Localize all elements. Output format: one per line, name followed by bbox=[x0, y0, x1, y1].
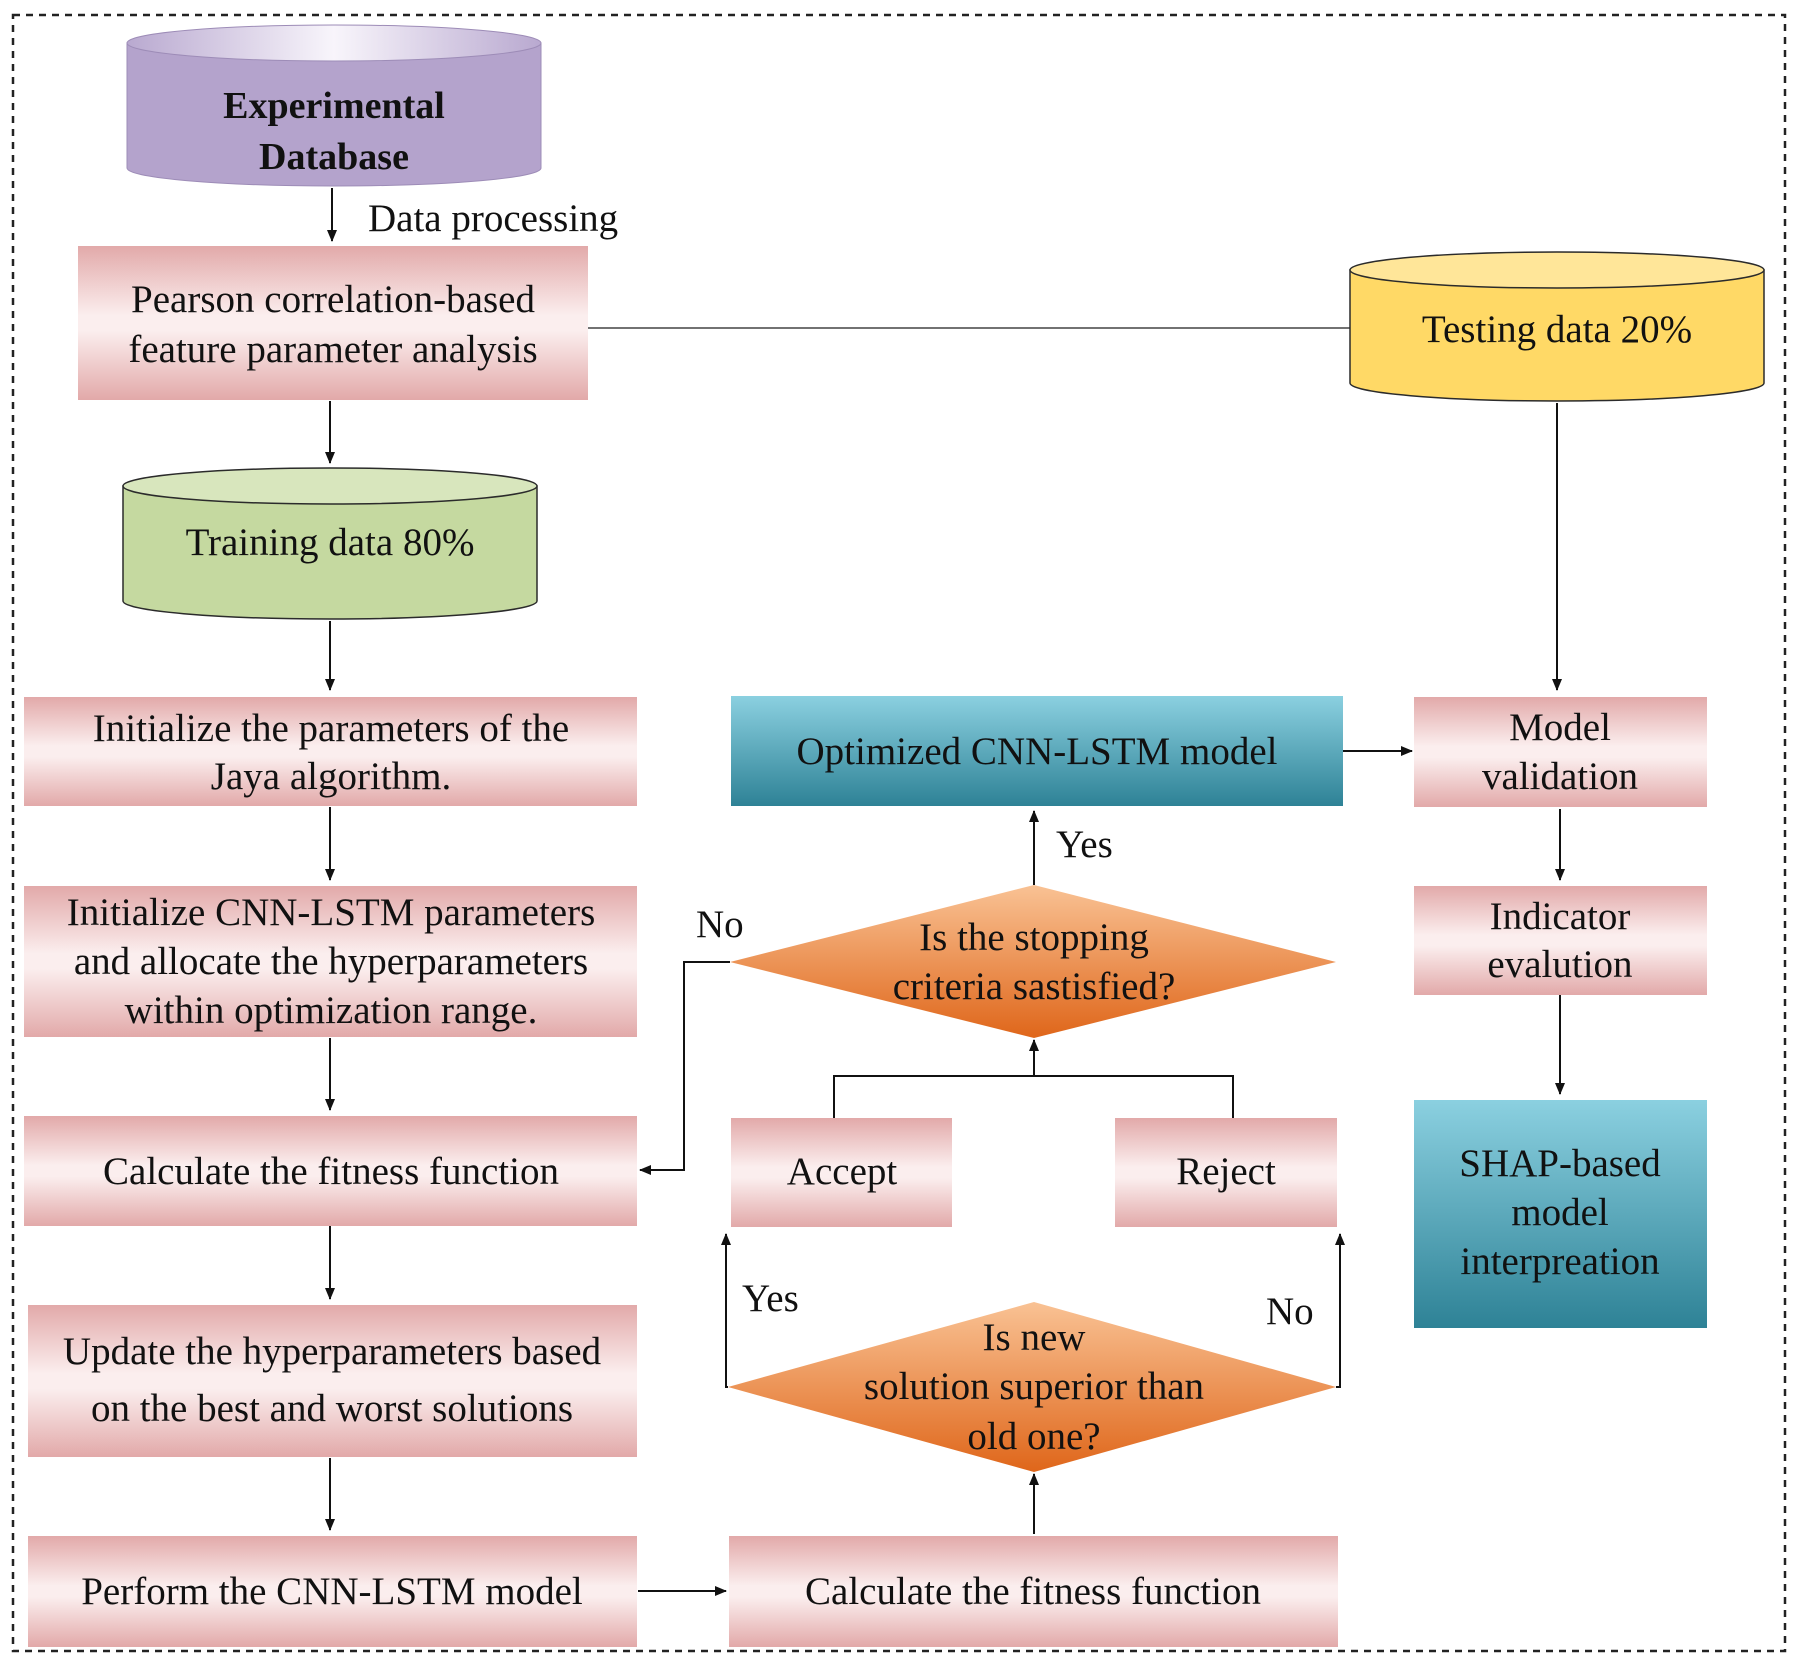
stopping-label-line1: Is the stopping bbox=[919, 916, 1149, 959]
update-hyperparameters-box: Update the hyperparameters based on the … bbox=[28, 1305, 637, 1457]
pearson-analysis-box: Pearson correlation-based feature parame… bbox=[78, 246, 588, 400]
indicator-label-line2: evalution bbox=[1487, 943, 1632, 986]
indicator-evaluation-box: Indicator evalution bbox=[1414, 886, 1707, 995]
edge-label-yes-superior: Yes bbox=[742, 1277, 799, 1320]
testing-data-cylinder: Testing data 20% bbox=[1349, 251, 1765, 402]
reject-label: Reject bbox=[1176, 1150, 1276, 1193]
calc-fitness-bottom-box: Calculate the fitness function bbox=[729, 1536, 1338, 1647]
init-jaya-label-line1: Initialize the parameters of the bbox=[93, 707, 569, 750]
stopping-label-line2: criteria sastisfied? bbox=[893, 965, 1176, 1008]
model-validation-label-line1: Model bbox=[1509, 706, 1611, 749]
optimized-model-label: Optimized CNN-LSTM model bbox=[797, 730, 1278, 773]
edge-label-no-stopping: No bbox=[696, 903, 744, 946]
update-hyper-label-line2: on the best and worst solutions bbox=[91, 1387, 573, 1430]
superior-label-line3: old one? bbox=[967, 1415, 1100, 1458]
update-hyper-label-line1: Update the hyperparameters based bbox=[63, 1330, 602, 1373]
shap-interpretation-box: SHAP-based model interpreation bbox=[1414, 1100, 1707, 1328]
model-validation-label-line2: validation bbox=[1482, 755, 1638, 798]
training-data-label: Training data 80% bbox=[186, 521, 475, 564]
shap-label-line3: interpreation bbox=[1460, 1240, 1659, 1283]
experimental-database-cylinder: Experimental Database bbox=[126, 24, 542, 187]
shap-label-line2: model bbox=[1511, 1191, 1609, 1234]
init-cnn-label-line2: and allocate the hyperparameters bbox=[74, 940, 588, 983]
superior-label-line1: Is new bbox=[983, 1316, 1086, 1359]
superior-label-line2: solution superior than bbox=[864, 1365, 1204, 1408]
pearson-label-line1: Pearson correlation-based bbox=[131, 278, 535, 321]
calc-fitness-left-box: Calculate the fitness function bbox=[24, 1116, 637, 1226]
testing-data-label: Testing data 20% bbox=[1422, 308, 1692, 351]
edge-label-data-processing: Data processing bbox=[368, 197, 618, 240]
model-validation-box: Model validation bbox=[1414, 697, 1707, 807]
optimized-model-box: Optimized CNN-LSTM model bbox=[731, 696, 1343, 806]
init-cnn-label-line3: within optimization range. bbox=[125, 989, 538, 1032]
pearson-label-line2: feature parameter analysis bbox=[128, 328, 537, 371]
perform-cnn-lstm-box: Perform the CNN-LSTM model bbox=[28, 1536, 637, 1647]
init-cnn-label-line1: Initialize CNN-LSTM parameters bbox=[67, 891, 596, 934]
calc-fitness-left-label: Calculate the fitness function bbox=[103, 1150, 559, 1193]
perform-model-label: Perform the CNN-LSTM model bbox=[81, 1570, 583, 1613]
database-label-line1: Experimental bbox=[223, 85, 445, 127]
outer-dashed-border bbox=[11, 13, 1787, 1653]
edge-label-yes-stopping: Yes bbox=[1056, 823, 1113, 866]
accept-label: Accept bbox=[787, 1150, 898, 1193]
connectors bbox=[325, 188, 1565, 1596]
training-data-cylinder: Training data 80% bbox=[122, 467, 538, 620]
accept-box: Accept bbox=[731, 1118, 952, 1227]
shap-label-line1: SHAP-based bbox=[1459, 1142, 1661, 1185]
init-jaya-box: Initialize the parameters of the Jaya al… bbox=[24, 697, 637, 806]
superior-solution-diamond: Is new solution superior than old one? bbox=[728, 1302, 1336, 1472]
init-jaya-label-line2: Jaya algorithm. bbox=[211, 755, 451, 798]
database-label-line2: Database bbox=[259, 136, 409, 178]
stopping-criteria-diamond: Is the stopping criteria sastisfied? bbox=[730, 885, 1336, 1038]
reject-box: Reject bbox=[1115, 1118, 1337, 1227]
edge-label-no-superior: No bbox=[1266, 1290, 1314, 1333]
indicator-label-line1: Indicator bbox=[1490, 895, 1631, 938]
init-cnn-lstm-box: Initialize CNN-LSTM parameters and alloc… bbox=[24, 886, 637, 1037]
calc-fitness-bottom-label: Calculate the fitness function bbox=[805, 1570, 1261, 1613]
